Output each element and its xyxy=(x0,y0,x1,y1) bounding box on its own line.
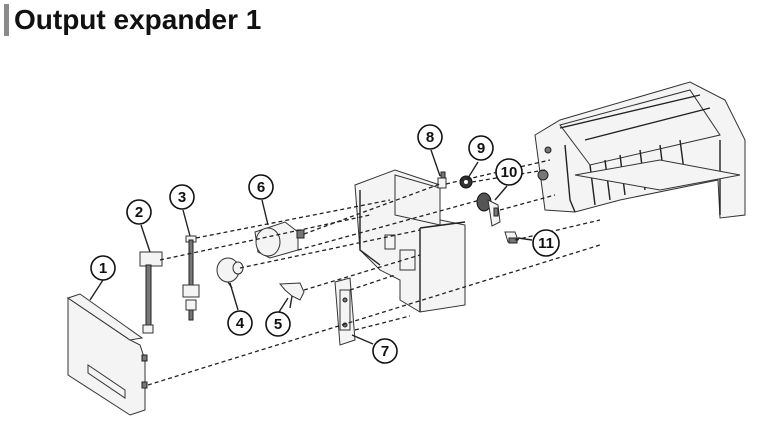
part-5-actuator xyxy=(278,282,305,309)
callout-4: 4 xyxy=(227,310,253,336)
part-3-harness xyxy=(182,235,200,321)
svg-text:8: 8 xyxy=(426,129,434,146)
part-6-motor xyxy=(254,221,305,259)
expander-frame xyxy=(534,81,746,219)
title-accent-bar xyxy=(4,4,9,36)
callout-8: 8 xyxy=(417,124,443,150)
middle-frame xyxy=(354,169,466,313)
part-2-cable xyxy=(139,251,163,334)
svg-text:9: 9 xyxy=(477,140,485,157)
callout-10: 10 xyxy=(495,158,523,186)
svg-text:11: 11 xyxy=(538,235,554,252)
callout-7: 7 xyxy=(372,338,398,364)
svg-text:7: 7 xyxy=(381,343,389,360)
callout-leaders xyxy=(89,149,533,345)
part-10-gear-assembly xyxy=(476,192,501,227)
svg-text:2: 2 xyxy=(135,204,143,221)
callout-11: 11 xyxy=(532,229,560,257)
page-title: Output expander 1 xyxy=(14,4,262,35)
callout-9: 9 xyxy=(468,135,494,161)
callout-2: 2 xyxy=(126,199,152,225)
part-7-bracket xyxy=(334,277,356,346)
svg-text:4: 4 xyxy=(236,315,245,332)
svg-text:6: 6 xyxy=(257,179,265,196)
svg-text:1: 1 xyxy=(99,260,107,277)
part-1-cover-panel xyxy=(66,293,148,416)
callout-5: 5 xyxy=(265,311,291,337)
callout-1: 1 xyxy=(90,255,116,281)
callout-3: 3 xyxy=(169,184,195,210)
svg-text:10: 10 xyxy=(501,164,518,181)
part-11-sensor xyxy=(504,231,519,244)
svg-text:3: 3 xyxy=(178,189,186,206)
callout-6: 6 xyxy=(248,174,274,200)
svg-text:5: 5 xyxy=(274,316,282,333)
part-4-solenoid xyxy=(216,257,244,289)
part-8-sensor xyxy=(437,171,447,189)
